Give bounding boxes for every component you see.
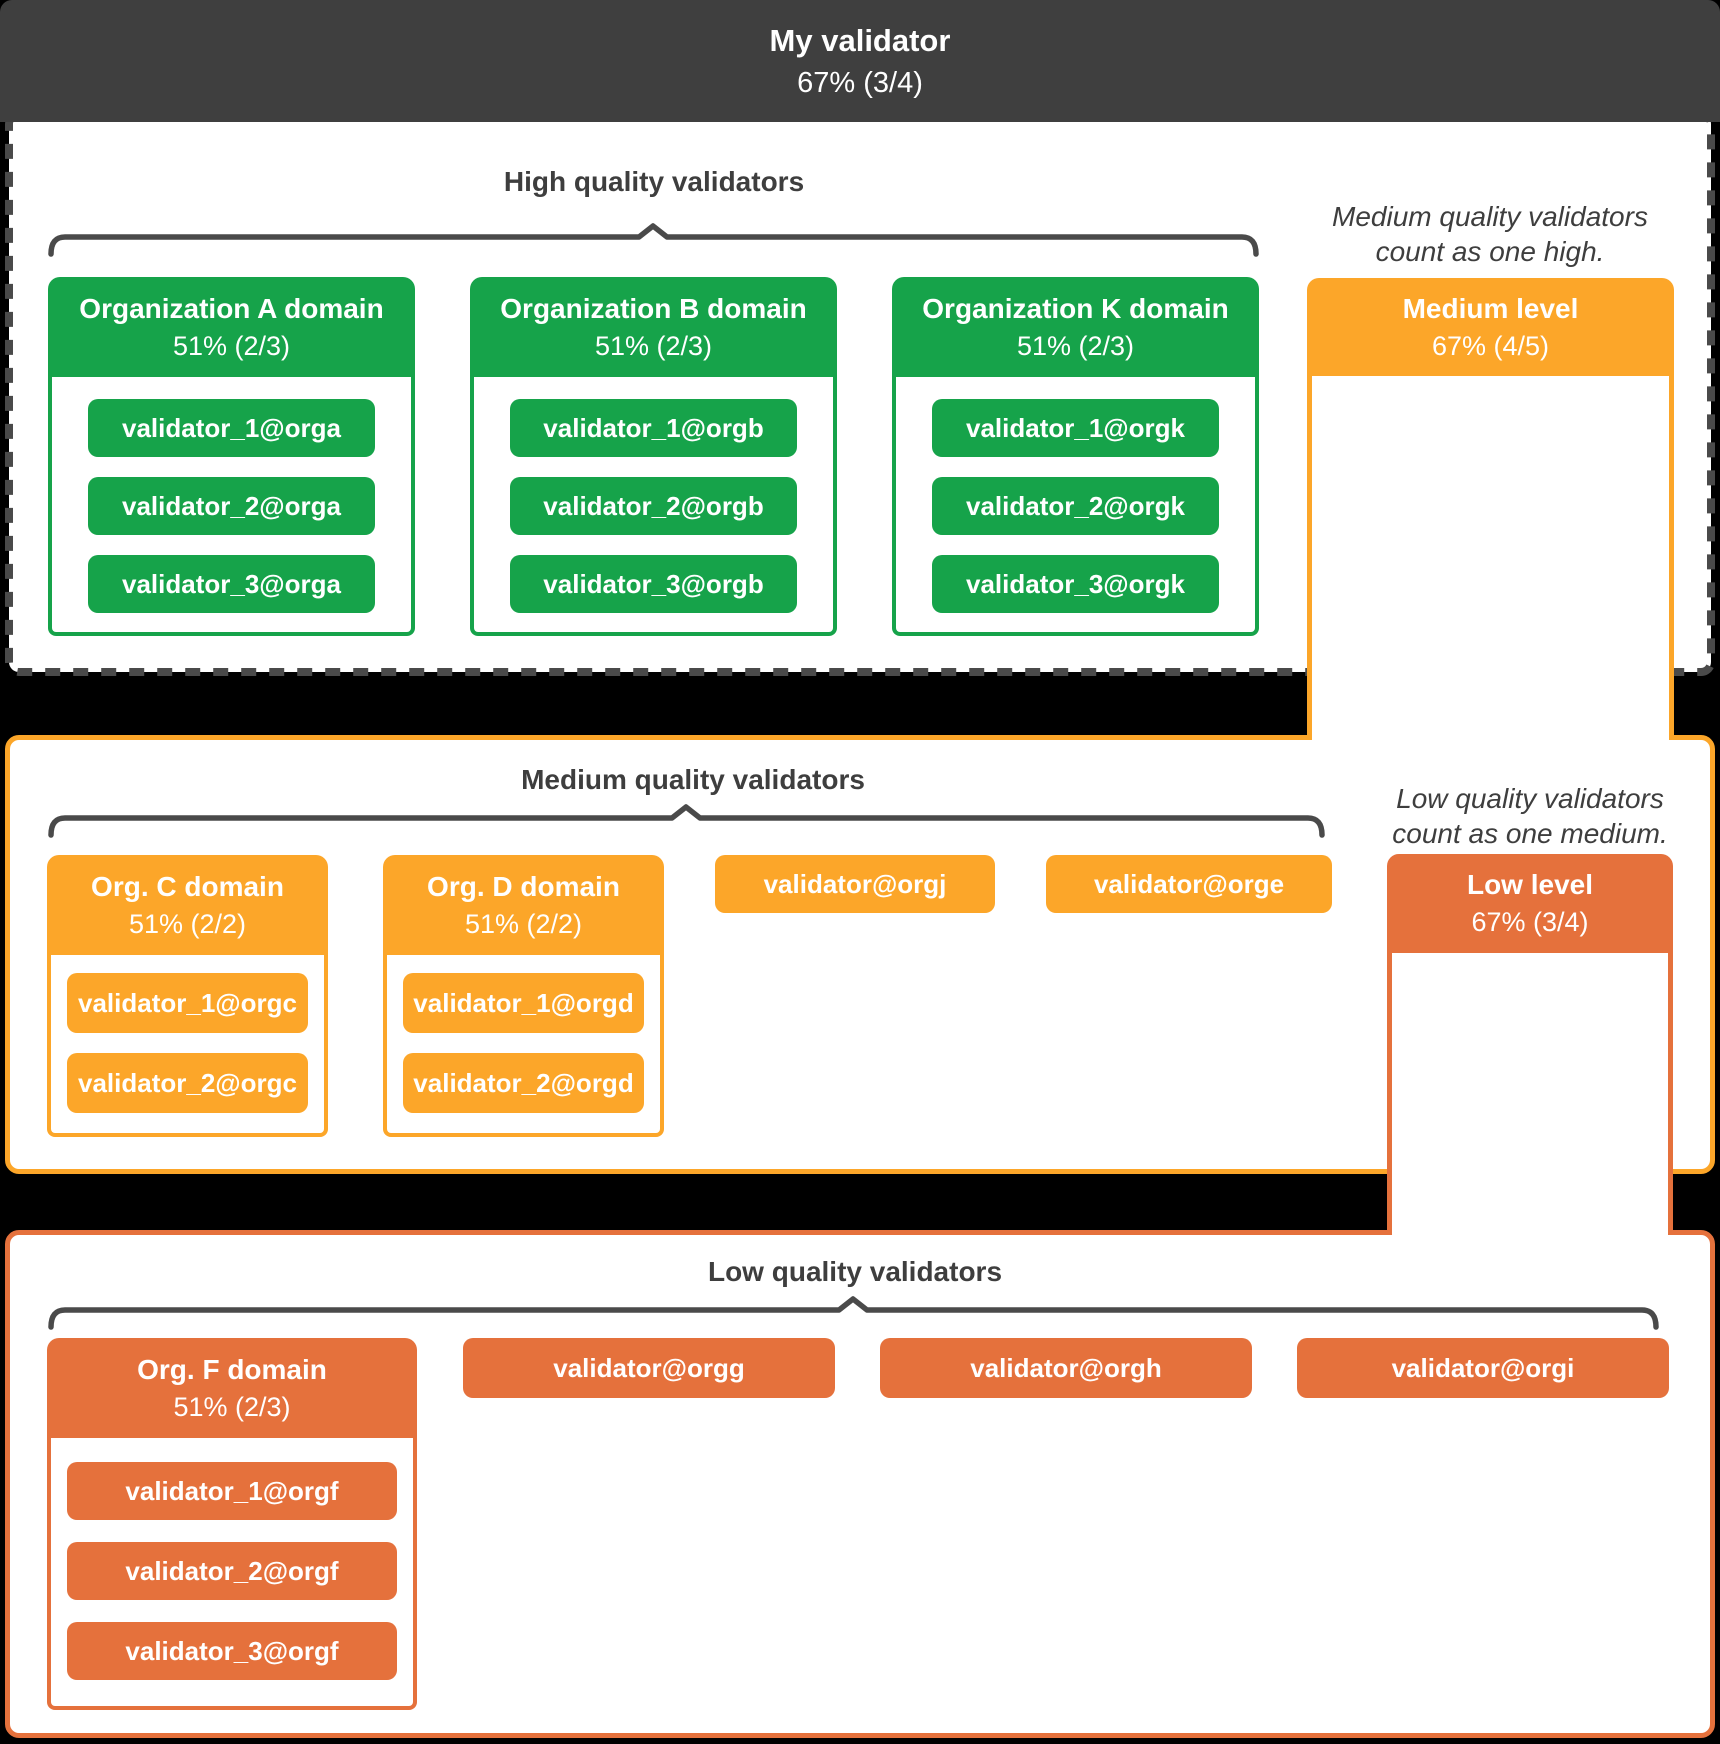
low-level-title: Low level [1466,869,1594,900]
note-line: Medium quality validators [1332,201,1648,232]
org-k-name: Organization K domain [922,292,1229,324]
org-box-d: Org. D domain 51% (2/2) validator_1@orgd… [383,855,664,1137]
org-box-c: Org. C domain 51% (2/2) validator_1@orgc… [47,855,328,1137]
org-d-validator-list: validator_1@orgd validator_2@orgd [383,955,664,1137]
org-box-f: Org. F domain 51% (2/3) validator_1@orgf… [47,1338,417,1710]
medium-level-quorum: 67% (4/5) [1431,330,1550,361]
org-b-quorum: 51% (2/3) [594,330,713,361]
org-f-validator-list: validator_1@orgf validator_2@orgf valida… [47,1438,417,1710]
validator-pill: validator_2@orga [88,477,375,535]
validator-pill: validator_2@orgd [403,1053,644,1113]
org-k-header: Organization K domain 51% (2/3) [892,277,1259,377]
validator-pill: validator_3@orgf [67,1622,397,1680]
validator-pill-orge: validator@orge [1046,855,1332,913]
org-a-name: Organization A domain [79,292,384,324]
medium-level-box: Medium level 67% (4/5) [1307,278,1674,376]
low-section-title: Low quality validators [707,1256,1003,1287]
validator-pill: validator_1@orgf [67,1462,397,1520]
medium-level-title: Medium level [1402,292,1579,324]
org-k-quorum: 51% (2/3) [1016,330,1135,361]
validator-pill: validator_1@orgb [510,399,797,457]
validator-pill: validator_2@orgc [67,1053,308,1113]
org-box-k: Organization K domain 51% (2/3) validato… [892,277,1259,636]
org-b-name: Organization B domain [500,292,807,324]
my-validator-title: My validator [769,22,951,58]
validator-pill-orgi: validator@orgi [1297,1338,1669,1398]
org-a-validator-list: validator_1@orga validator_2@orga valida… [48,377,415,636]
org-c-header: Org. C domain 51% (2/2) [47,855,328,955]
low-brace [48,1296,1659,1330]
org-k-validator-list: validator_1@orgk validator_2@orgk valida… [892,377,1259,636]
org-box-a: Organization A domain 51% (2/3) validato… [48,277,415,636]
org-d-header: Org. D domain 51% (2/2) [383,855,664,955]
org-box-b: Organization B domain 51% (2/3) validato… [470,277,837,636]
org-b-header: Organization B domain 51% (2/3) [470,277,837,377]
low-level-connector [1387,953,1673,1235]
org-c-name: Org. C domain [91,870,284,902]
validator-pill: validator_1@orgc [67,973,308,1033]
validator-pill-orgg: validator@orgg [463,1338,835,1398]
validator-pill-orgj: validator@orgj [715,855,995,913]
validator-pill: validator_3@orgk [932,555,1219,613]
org-c-validator-list: validator_1@orgc validator_2@orgc [47,955,328,1137]
medium-brace [48,804,1325,838]
org-f-quorum: 51% (2/3) [173,1391,291,1422]
validator-pill: validator_3@orga [88,555,375,613]
medium-counts-note: Medium quality validators count as one h… [1290,199,1690,269]
org-f-name: Org. F domain [137,1353,327,1385]
low-counts-note: Low quality validators count as one medi… [1330,781,1720,851]
org-d-quorum: 51% (2/2) [464,908,583,939]
validator-pill: validator_1@orgd [403,973,644,1033]
validator-pill: validator_1@orgk [932,399,1219,457]
org-c-quorum: 51% (2/2) [128,908,247,939]
low-level-box: Low level 67% (3/4) [1387,854,1673,953]
org-f-header: Org. F domain 51% (2/3) [47,1338,417,1438]
validator-pill: validator_2@orgb [510,477,797,535]
my-validator-header: My validator 67% (3/4) [0,0,1720,122]
org-a-header: Organization A domain 51% (2/3) [48,277,415,377]
note-line: count as one high. [1375,236,1605,267]
high-section-title: High quality validators [503,166,805,197]
validator-pill: validator_1@orga [88,399,375,457]
high-brace [48,223,1259,257]
org-a-quorum: 51% (2/3) [172,330,291,361]
note-line: Low quality validators [1396,783,1664,814]
validator-pill: validator_2@orgf [67,1542,397,1600]
medium-section-title: Medium quality validators [521,764,865,795]
note-line: count as one medium. [1392,818,1668,849]
validator-pill-orgh: validator@orgh [880,1338,1252,1398]
low-level-quorum: 67% (3/4) [1471,907,1589,937]
org-b-validator-list: validator_1@orgb validator_2@orgb valida… [470,377,837,636]
validator-pill: validator_3@orgb [510,555,797,613]
org-d-name: Org. D domain [427,870,620,902]
medium-level-connector [1307,376,1674,740]
my-validator-quorum: 67% (3/4) [797,66,923,99]
validator-pill: validator_2@orgk [932,477,1219,535]
